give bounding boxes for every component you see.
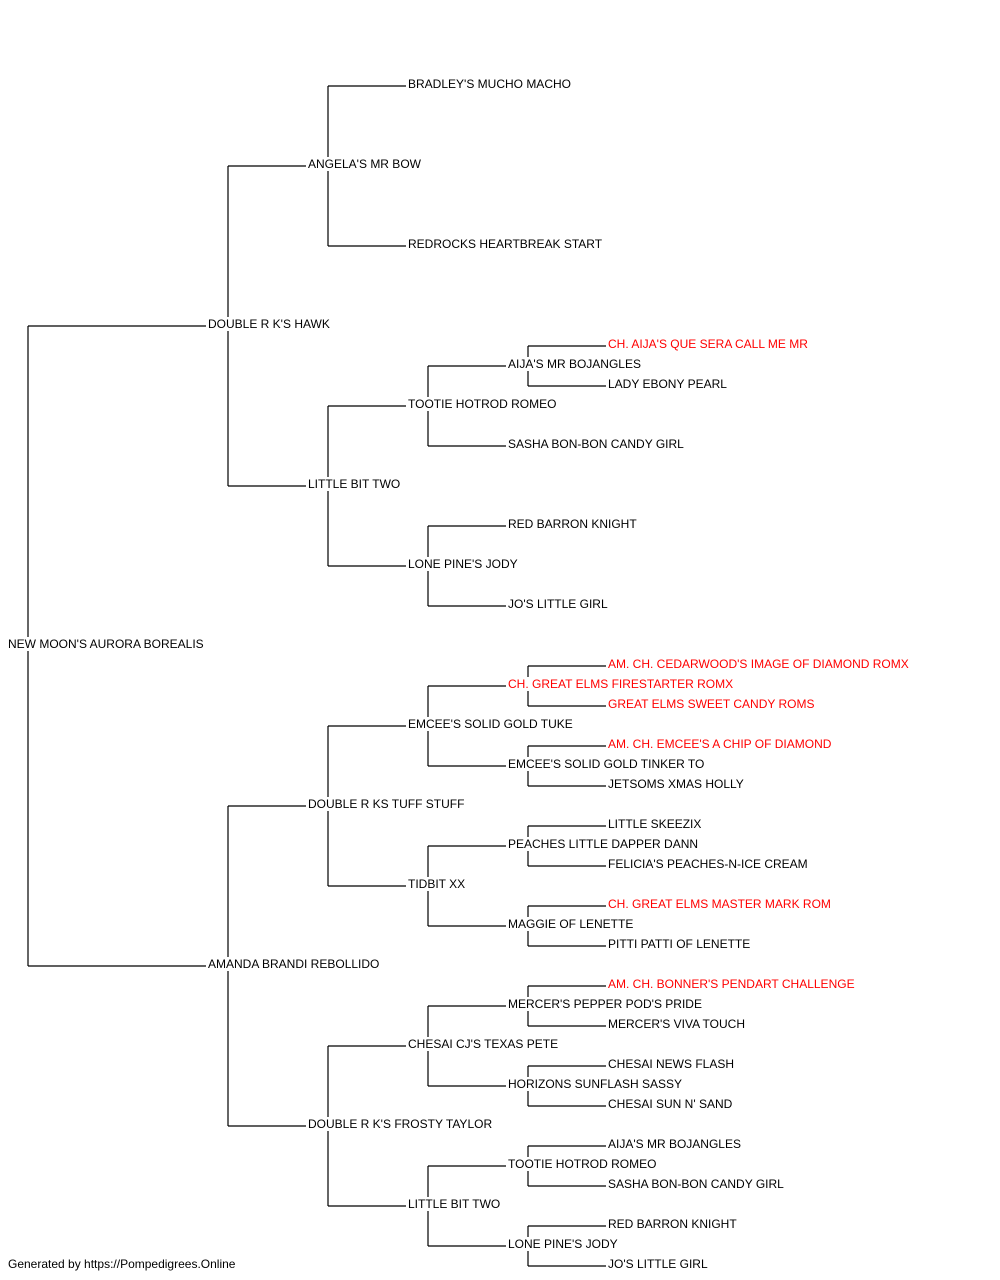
- pedigree-node-ddsss: AM. CH. BONNER'S PENDART CHALLENGE: [608, 977, 857, 991]
- pedigree-node-dddss: AIJA'S MR BOJANGLES: [608, 1137, 743, 1151]
- pedigree-node-sdd: LONE PINE'S JODY: [408, 557, 520, 571]
- pedigree-node-sdssd: LADY EBONY PEARL: [608, 377, 729, 391]
- pedigree-node-dsddd: PITTI PATTI OF LENETTE: [608, 937, 753, 951]
- pedigree-node-dsd: TIDBIT XX: [408, 877, 468, 891]
- pedigree-node-sdds: RED BARRON KNIGHT: [508, 517, 639, 531]
- pedigree-node-ddssd: MERCER'S VIVA TOUCH: [608, 1017, 747, 1031]
- pedigree-node-dssss: AM. CH. CEDARWOOD'S IMAGE OF DIAMOND ROM…: [608, 657, 911, 671]
- pedigree-node-sdss: AIJA'S MR BOJANGLES: [508, 357, 643, 371]
- pedigree-node-ddss: MERCER'S PEPPER POD'S PRIDE: [508, 997, 704, 1011]
- pedigree-node-dddsd: SASHA BON-BON CANDY GIRL: [608, 1177, 786, 1191]
- pedigree-node-ssd: REDROCKS HEARTBREAK START: [408, 237, 605, 251]
- pedigree-node-ddsdd: CHESAI SUN N' SAND: [608, 1097, 735, 1111]
- pedigree-node-dsdsd: FELICIA'S PEACHES-N-ICE CREAM: [608, 857, 810, 871]
- pedigree-node-sds: TOOTIE HOTROD ROMEO: [408, 397, 559, 411]
- pedigree-node-dsdd: MAGGIE OF LENETTE: [508, 917, 636, 931]
- pedigree-node-ddd: LITTLE BIT TWO: [408, 1197, 503, 1211]
- pedigree-node-dss: EMCEE'S SOLID GOLD TUKE: [408, 717, 575, 731]
- pedigree-node-sdsd: SASHA BON-BON CANDY GIRL: [508, 437, 686, 451]
- pedigree-node-sdsss: CH. AIJA'S QUE SERA CALL ME MR: [608, 337, 810, 351]
- pedigree-node-d: AMANDA BRANDI REBOLLIDO: [208, 957, 382, 971]
- pedigree-node-ddsd: HORIZONS SUNFLASH SASSY: [508, 1077, 685, 1091]
- pedigree-node-dsssd: GREAT ELMS SWEET CANDY ROMS: [608, 697, 817, 711]
- pedigree-node-dddds: RED BARRON KNIGHT: [608, 1217, 739, 1231]
- pedigree-node-dssd: EMCEE'S SOLID GOLD TINKER TO: [508, 757, 707, 771]
- pedigree-node-ddsds: CHESAI NEWS FLASH: [608, 1057, 737, 1071]
- pedigree-node-ddddd: JO'S LITTLE GIRL: [608, 1257, 710, 1271]
- pedigree-node-dsdds: CH. GREAT ELMS MASTER MARK ROM: [608, 897, 833, 911]
- pedigree-node-dsdss: LITTLE SKEEZIX: [608, 817, 704, 831]
- pedigree-node-sddd: JO'S LITTLE GIRL: [508, 597, 610, 611]
- pedigree-node-ddds: TOOTIE HOTROD ROMEO: [508, 1157, 659, 1171]
- pedigree-node-dsss: CH. GREAT ELMS FIRESTARTER ROMX: [508, 677, 736, 691]
- pedigree-node-sss: BRADLEY'S MUCHO MACHO: [408, 77, 573, 91]
- pedigree-node-dssds: AM. CH. EMCEE'S A CHIP OF DIAMOND: [608, 737, 834, 751]
- footer-credit: Generated by https://Pompedigrees.Online: [8, 1257, 236, 1271]
- pedigree-node-s: DOUBLE R K'S HAWK: [208, 317, 332, 331]
- pedigree-node-ss: ANGELA'S MR BOW: [308, 157, 423, 171]
- pedigree-node-dddd: LONE PINE'S JODY: [508, 1237, 620, 1251]
- pedigree-node-dssdd: JETSOMS XMAS HOLLY: [608, 777, 746, 791]
- pedigree-node-dsds: PEACHES LITTLE DAPPER DANN: [508, 837, 701, 851]
- pedigree-node-dd: DOUBLE R K'S FROSTY TAYLOR: [308, 1117, 495, 1131]
- pedigree-node-subject: NEW MOON'S AURORA BOREALIS: [8, 637, 206, 651]
- pedigree-node-ds: DOUBLE R KS TUFF STUFF: [308, 797, 467, 811]
- pedigree-node-sd: LITTLE BIT TWO: [308, 477, 403, 491]
- pedigree-node-dds: CHESAI CJ'S TEXAS PETE: [408, 1037, 561, 1051]
